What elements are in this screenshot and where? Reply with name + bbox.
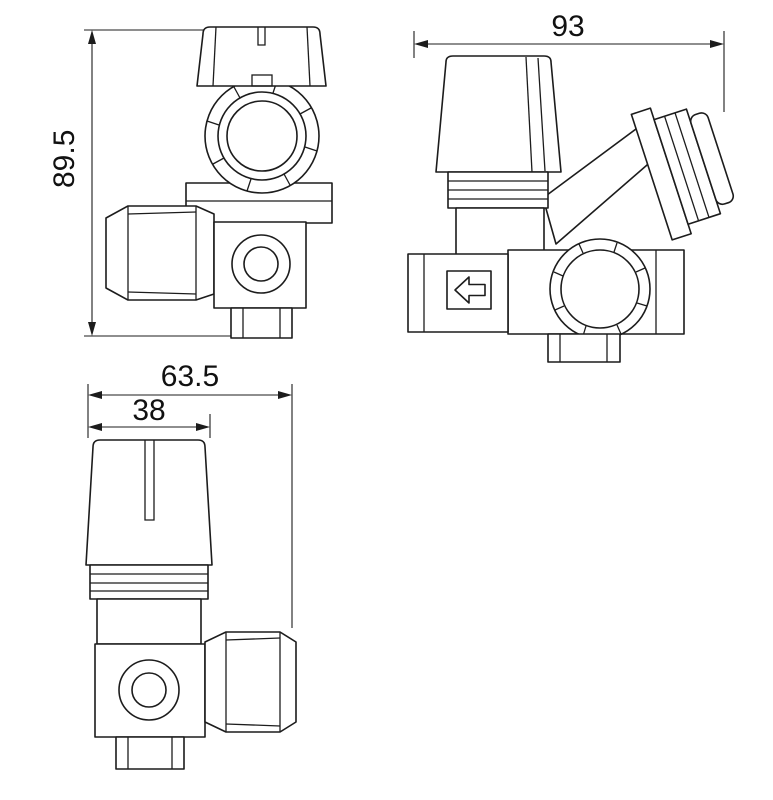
- top-collar: [89, 564, 209, 645]
- side-dimension-width: 93: [413, 10, 725, 112]
- front-dimension-height: 89.5: [48, 29, 236, 337]
- top-outlet-nut: [204, 631, 297, 733]
- top-dimension-total-width: 63.5: [87, 360, 293, 628]
- dim-arrow-down: [88, 322, 96, 336]
- view-front: 89.5: [48, 26, 333, 339]
- top-foot: [115, 736, 185, 770]
- dim-label-total-width: 63.5: [161, 360, 219, 393]
- flow-direction-arrow-icon: [454, 276, 486, 304]
- top-knob: [85, 439, 213, 566]
- top-body: [94, 643, 206, 738]
- front-foot: [230, 307, 293, 339]
- dim-arrow-right: [196, 423, 210, 431]
- side-collar: [447, 171, 549, 257]
- side-outlet-connector: [630, 107, 735, 241]
- front-inlet-nut: [105, 205, 215, 301]
- front-knob: [196, 26, 327, 87]
- dim-arrow-up: [88, 30, 96, 44]
- side-knob: [435, 55, 562, 173]
- side-foot: [547, 333, 621, 363]
- dim-label-height: 89.5: [48, 130, 81, 188]
- side-ring: [549, 238, 651, 340]
- dim-label-width: 93: [551, 10, 584, 43]
- dim-label-knob-width: 38: [132, 394, 165, 427]
- dim-arrow-right: [278, 391, 292, 399]
- dim-arrow-left: [414, 40, 428, 48]
- dim-arrow-right: [710, 40, 724, 48]
- front-lower-body: [213, 221, 307, 309]
- dim-arrow-left: [88, 391, 102, 399]
- front-thermostat-ring: [204, 78, 320, 194]
- dim-arrow-left: [88, 423, 102, 431]
- side-inlet-pipe: [407, 253, 509, 333]
- top-dimension-knob-width: 38: [88, 394, 211, 438]
- view-side: 93: [407, 10, 735, 363]
- view-top: 63.5 38: [85, 360, 297, 770]
